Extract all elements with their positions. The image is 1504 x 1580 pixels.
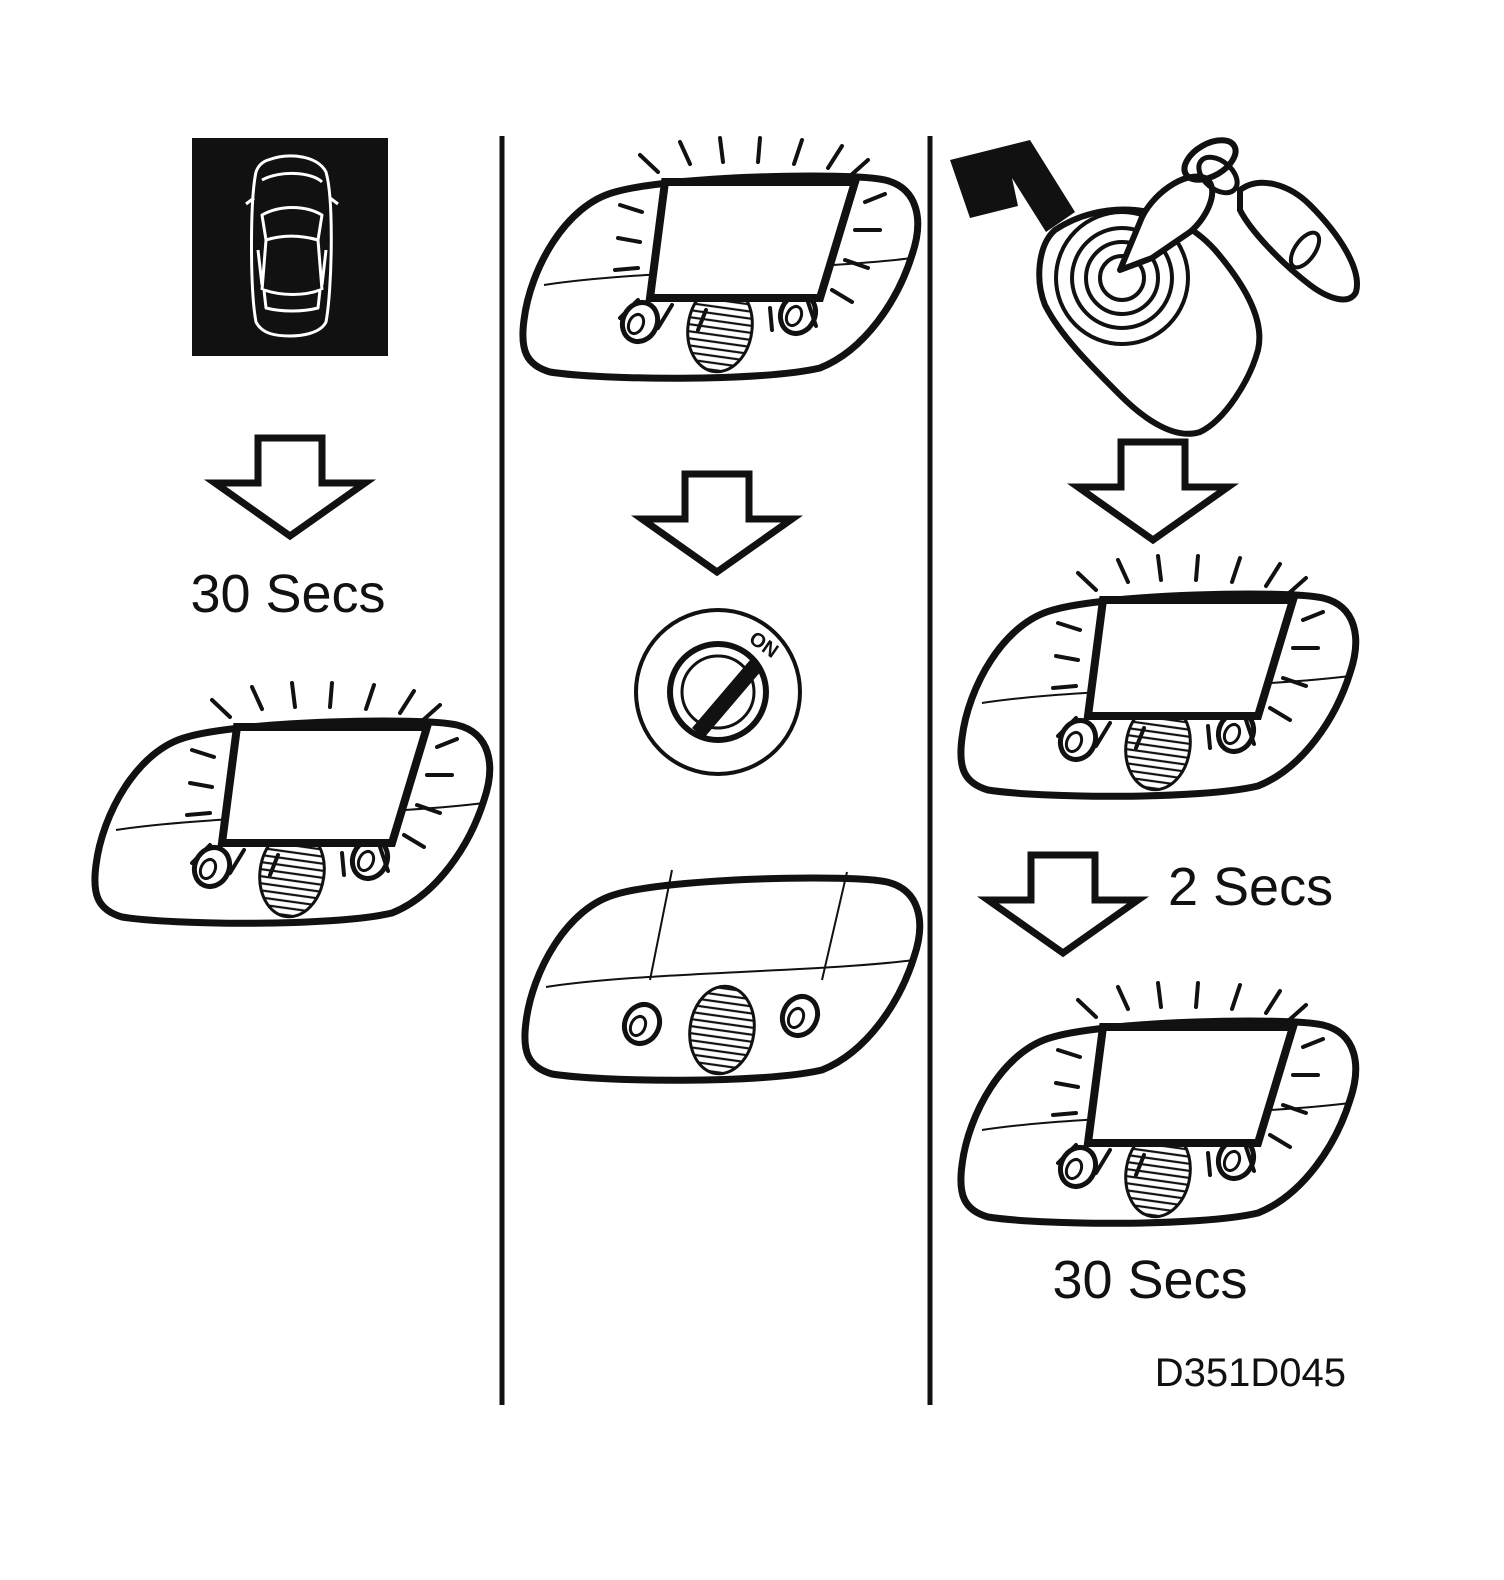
flashing-interior-lamp-icon	[95, 683, 490, 923]
down-arrow-icon	[642, 474, 792, 572]
figure-code: D351D045	[1155, 1351, 1346, 1395]
flashing-interior-lamp-icon	[961, 556, 1356, 796]
flashing-interior-lamp-icon	[523, 138, 918, 378]
delay-label-right: 30 Secs	[1052, 1250, 1247, 1310]
down-arrow-icon	[215, 438, 365, 536]
car-top-view-icon	[192, 138, 388, 356]
down-arrow-icon	[1078, 442, 1228, 540]
flashing-interior-lamp-icon	[961, 983, 1356, 1223]
panel-left: 30 Secs	[95, 138, 490, 923]
panel-middle: ON	[523, 138, 920, 1080]
interior-lamp-off-icon	[525, 869, 920, 1080]
ignition-switch-icon: ON	[634, 608, 802, 776]
down-arrow-icon	[988, 855, 1138, 953]
key-removal-icon	[950, 137, 1360, 437]
delay-label-left: 30 Secs	[190, 564, 385, 624]
panel-right: 2 Secs 30 Secs D351D045	[950, 137, 1360, 1395]
short-delay-label: 2 Secs	[1168, 857, 1333, 917]
